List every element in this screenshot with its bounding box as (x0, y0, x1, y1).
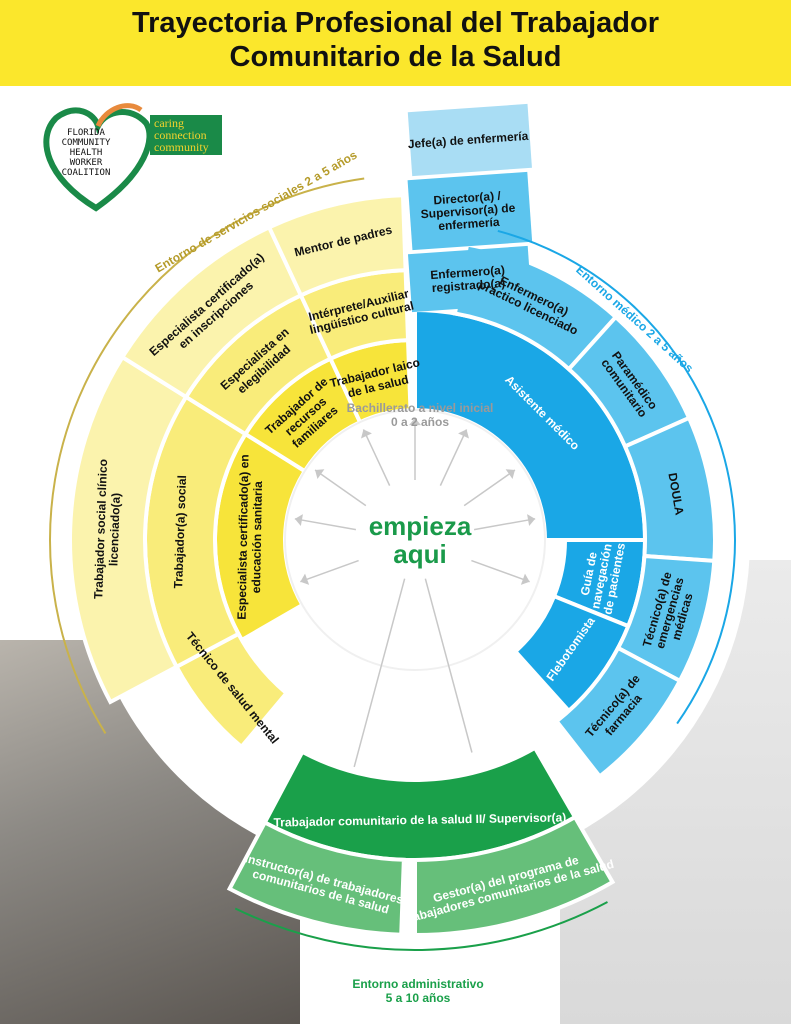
role-health-educator-line: educación sanitaria (249, 481, 265, 594)
role-clinical-social-worker: Trabajador social clínicolicenciado(a) (91, 459, 124, 600)
role-health-educator-line: Especialista certificado(a) en (235, 454, 252, 620)
tagline-word: community (154, 140, 209, 154)
role-nursing-director-line: enfermería (438, 215, 501, 233)
admin-environment-years: 5 a 10 años (386, 991, 451, 1005)
arrow-head (408, 418, 422, 426)
admin-environment-label: Entorno administrativo (352, 977, 483, 991)
role-pharmacy-tech-segment (553, 645, 683, 780)
arrow-head (458, 429, 469, 439)
logo-line: WORKER (69, 158, 103, 168)
medical-environment-arc (497, 229, 736, 725)
role-nursing-director-line: Director(a) / (433, 189, 502, 208)
title-line-2: Comunitario de la Salud (229, 41, 562, 73)
page-title: Trayectoria Profesional del Trabajador C… (0, 6, 791, 74)
title-line-1: Trayectoria Profesional del Trabajador (131, 7, 660, 39)
role-chw-program-manager-segment (413, 814, 616, 938)
title-banner (0, 0, 791, 86)
start-line-1: empieza (368, 511, 472, 541)
admin-environment-arc (234, 901, 608, 951)
role-parent-mentor-segment (266, 193, 408, 298)
pathway-arrow (473, 518, 536, 531)
center-outline (284, 409, 546, 671)
role-nursing-chief-segment (407, 103, 532, 177)
center-circle (285, 410, 545, 670)
pathway-arrow (362, 429, 391, 486)
role-nursing-director: Director(a) /Supervisor(a) deenfermería (419, 188, 517, 235)
pathway-arrow (463, 469, 516, 507)
pathway-arrow (353, 578, 406, 768)
logo-heart-icon (43, 103, 153, 212)
role-clinical-social-worker-line: licenciado(a) (106, 493, 123, 567)
role-patient-navigator: Guía denavegaciónde pacientes (575, 536, 628, 615)
arrow-head (527, 514, 536, 526)
role-registered-nurse: Enfermero(a)registrado(a) (430, 263, 506, 295)
role-registered-nurse-line: registrado(a) (431, 276, 505, 295)
role-social-worker-line: Trabajador(a) social (171, 475, 189, 589)
tagline-word: connection (154, 128, 207, 142)
logo-line: COALITION (61, 168, 111, 178)
arrow-head (315, 469, 325, 480)
role-clinical-social-worker-line: Trabajador social clínico (91, 459, 110, 599)
arrow-head (520, 573, 530, 585)
role-nursing-director-line: Supervisor(a) de (420, 201, 516, 222)
role-nursing-director-segment (407, 171, 533, 251)
arrow-head (294, 514, 303, 526)
pathway-arrow (300, 559, 359, 583)
role-chw-supervisor: Trabajador comunitario de la salud II/ S… (273, 810, 566, 829)
role-chw-supervisor-line: Trabajador comunitario de la salud II/ S… (273, 810, 566, 829)
role-emt: Técnico(a) deemergenciasmédicas (640, 570, 700, 656)
role-chw-instructor-segment (226, 819, 406, 937)
entry-level-label: Bachillerato a nivel inicial (347, 401, 494, 415)
pathway-arrow (471, 559, 530, 583)
logo-line: HEALTH (69, 148, 103, 158)
arrow-head (361, 429, 372, 439)
logo-org-name: FLORIDA COMMUNITY HEALTH WORKER COALITIO… (46, 128, 126, 178)
role-registered-nurse-line: Enfermero(a) (430, 263, 505, 282)
entry-level-years: 0 a 2 años (391, 415, 449, 429)
start-here-label: empieza aqui (320, 512, 520, 568)
role-health-educator: Especialista certificado(a) eneducación … (235, 454, 266, 620)
role-registered-nurse-segment (407, 245, 532, 313)
logo-line: COMMUNITY (61, 138, 111, 148)
arrow-head (505, 469, 515, 480)
pathway-arrow (439, 429, 468, 486)
pathway-arrow (294, 518, 357, 531)
role-social-worker: Trabajador(a) social (171, 475, 189, 589)
tagline-word: caring (154, 116, 184, 130)
logo-tagline: caring connection community (150, 115, 222, 155)
pathway-arrow (314, 469, 367, 507)
logo-line: FLORIDA (67, 128, 105, 138)
start-line-2: aqui (393, 539, 447, 569)
pathway-arrow (424, 578, 473, 753)
arrow-head (300, 573, 310, 585)
social-environment-arc (49, 177, 365, 734)
